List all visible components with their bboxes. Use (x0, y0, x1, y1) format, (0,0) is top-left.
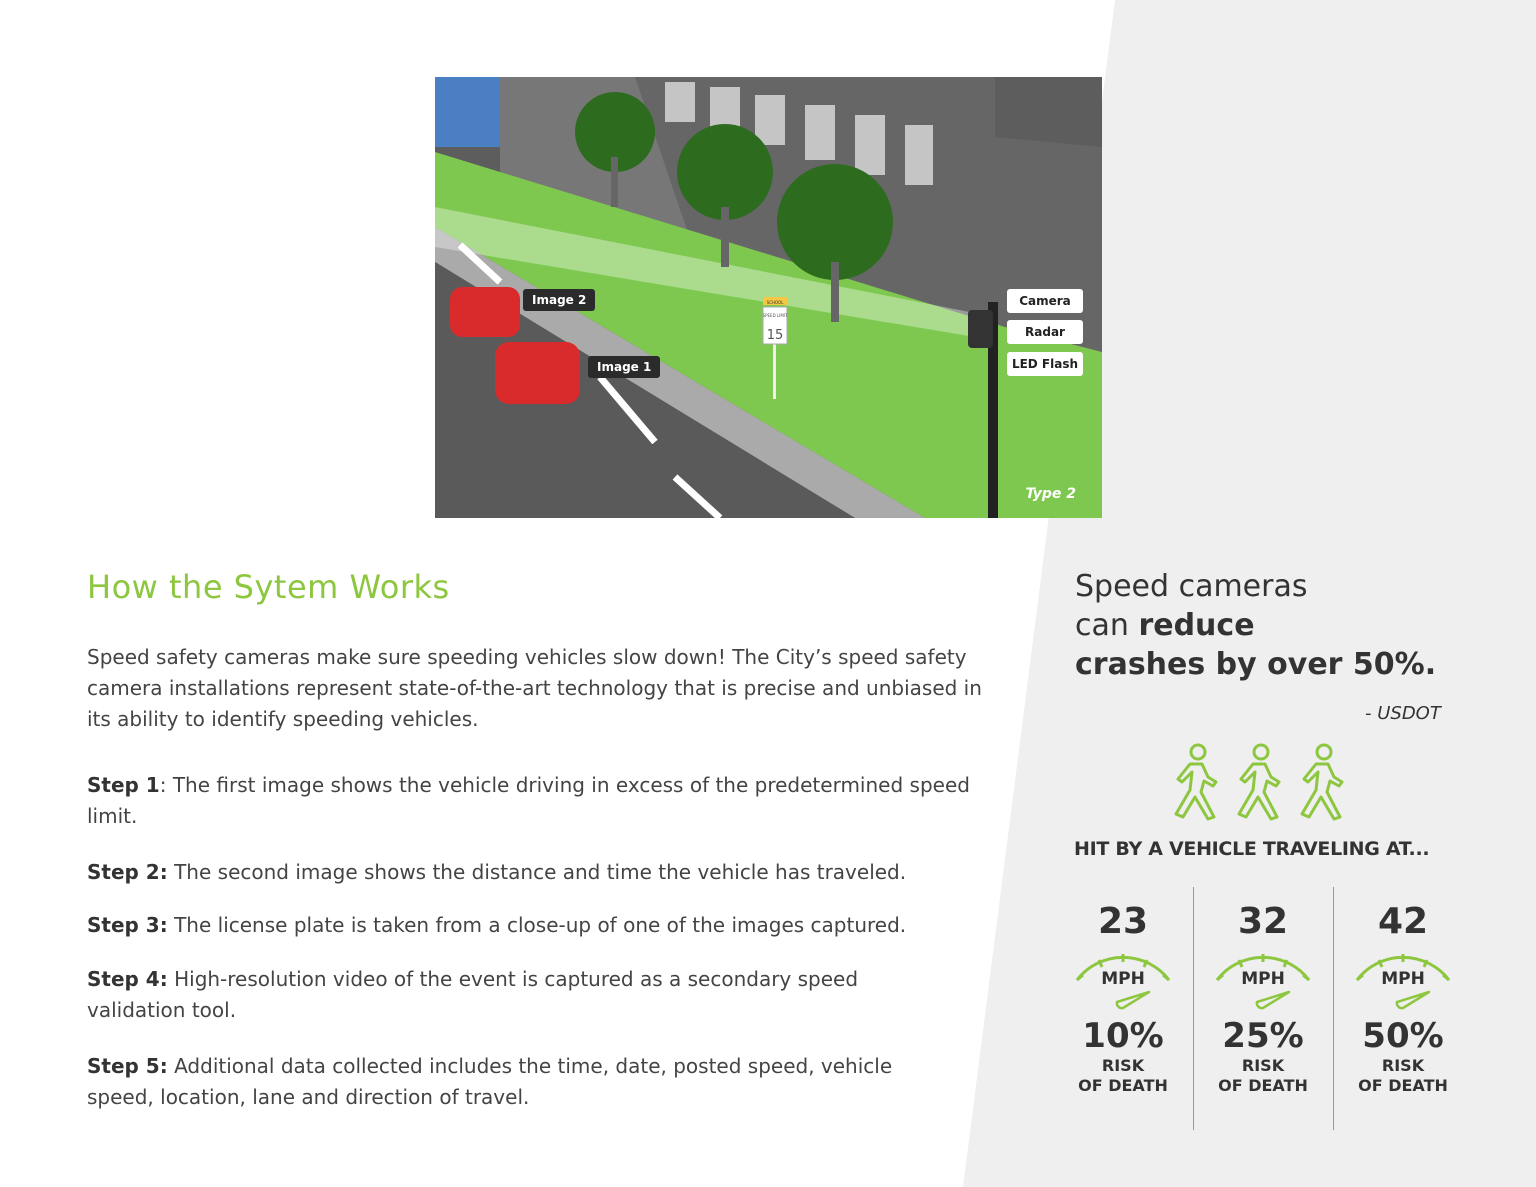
step-label: Step 1 (87, 773, 160, 797)
step-3: Step 3: The license plate is taken from … (87, 910, 1037, 941)
unit-label: MPH (1241, 969, 1285, 989)
sign-speed-text: SPEED LIMIT (763, 313, 788, 318)
step-text: The second image shows the distance and … (167, 860, 907, 884)
led-flash-label: LED Flash (1007, 352, 1083, 376)
risk-label: RISK (1381, 1056, 1425, 1075)
sign-limit-text: 15 (767, 328, 784, 343)
step-2: Step 2: The second image shows the dista… (87, 857, 1037, 888)
risk-percent: 25% (1222, 1016, 1304, 1056)
risk-label: OF DEATH (1358, 1076, 1448, 1095)
pedestrian-icon (1174, 743, 1218, 821)
quote-text: can (1075, 608, 1139, 643)
quote-bold: reduce (1138, 608, 1255, 643)
speedometer-icon: MPH (1355, 954, 1451, 1010)
image2-label: Image 2 (523, 289, 596, 311)
quote-bold: crashes by over 50%. (1075, 647, 1437, 682)
quote-line: crashes by over 50%. (1075, 645, 1436, 684)
step-text: High-resolution video of the event is ca… (87, 967, 859, 1022)
hit-heading: HIT BY A VEHICLE TRAVELING AT... (1074, 838, 1430, 860)
speed-value: 23 (1097, 901, 1149, 942)
step-label: Step 2: (87, 860, 168, 884)
speed-value: 42 (1377, 901, 1429, 942)
step-text: Additional data collected includes the t… (87, 1054, 893, 1109)
step-label: Step 5: (87, 1054, 168, 1078)
unit-label: MPH (1381, 969, 1425, 989)
divider (1333, 887, 1334, 1130)
camera-label: Camera (1007, 289, 1083, 313)
step-1: Step 1: The first image shows the vehicl… (87, 770, 987, 832)
risk-label: RISK (1241, 1056, 1285, 1075)
quote-source: - USDOT (1365, 703, 1441, 724)
speedometer-icon: MPH (1075, 954, 1171, 1010)
step-text: : The first image shows the vehicle driv… (87, 773, 970, 828)
risk-percent: 10% (1082, 1016, 1164, 1056)
speedometer-icon: MPH (1215, 954, 1311, 1010)
speed-camera-illustration: SCHOOL SPEED LIMIT 15 Image 2 Image 1 Ca… (435, 77, 1102, 518)
risk-label: OF DEATH (1078, 1076, 1168, 1095)
quote-line: can reduce (1075, 606, 1436, 645)
divider (1193, 887, 1194, 1130)
step-label: Step 3: (87, 913, 168, 937)
unit-label: MPH (1101, 969, 1145, 989)
type-label: Type 2 (1025, 486, 1077, 502)
risk-label: RISK (1101, 1056, 1145, 1075)
image1-label: Image 1 (588, 356, 661, 378)
step-text: The license plate is taken from a close-… (167, 913, 907, 937)
speed-value: 32 (1237, 901, 1289, 942)
pedestrian-icons (1174, 743, 1344, 821)
quote-line: Speed cameras (1075, 569, 1308, 604)
risk-stat: 32 MPH 25% RISK OF DEATH (1193, 900, 1333, 1096)
risk-stat: 42 MPH 50% RISK OF DEATH (1333, 900, 1473, 1096)
radar-label: Radar (1007, 320, 1083, 344)
step-label: Step 4: (87, 967, 168, 991)
sign-school-text: SCHOOL (767, 300, 785, 305)
step-5: Step 5: Additional data collected includ… (87, 1051, 907, 1113)
risk-label: OF DEATH (1218, 1076, 1308, 1095)
risk-percent: 50% (1362, 1016, 1444, 1056)
intro-paragraph: Speed safety cameras make sure speeding … (87, 645, 982, 731)
step-4: Step 4: High-resolution video of the eve… (87, 964, 947, 1026)
section-title: How the Sytem Works (87, 568, 450, 606)
stat-quote: Speed cameras can reduce crashes by over… (1075, 567, 1436, 684)
risk-stat: 23 MPH 10% RISK OF DEATH (1053, 900, 1193, 1096)
